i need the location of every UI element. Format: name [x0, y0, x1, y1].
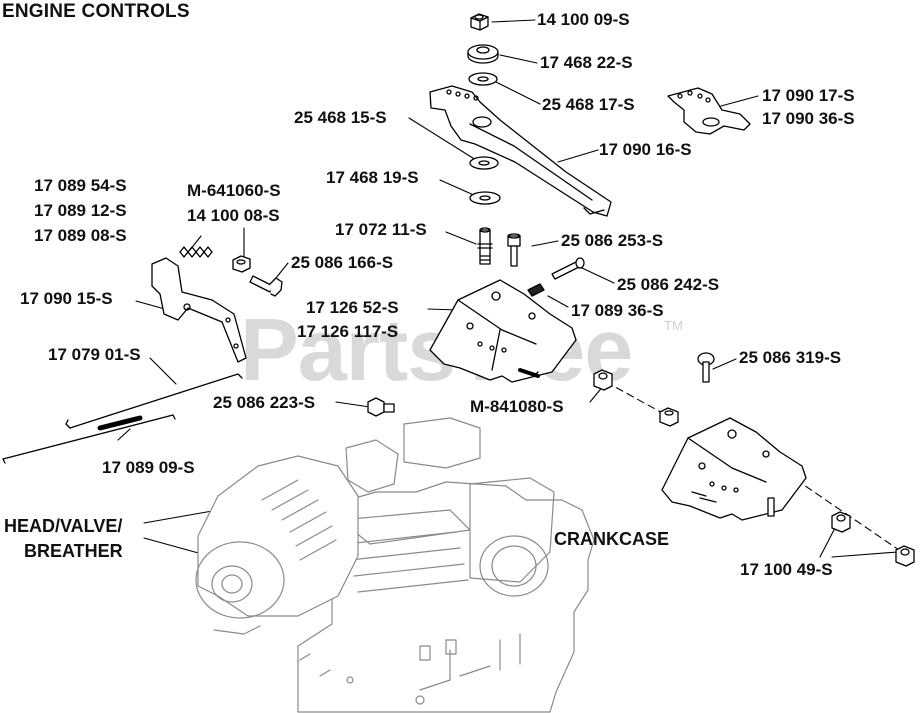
- part-label-17090-17: 17 090 17-S: [762, 86, 855, 105]
- bracket-17090-15: [151, 257, 247, 363]
- part-label-25086-242: 25 086 242-S: [617, 275, 720, 294]
- part-label-17126-117: 17 126 117-S: [297, 322, 399, 341]
- part-label-25468-15: 25 468 15-S: [294, 108, 387, 127]
- spring-17089-08: [179, 246, 213, 258]
- washer-25468-17: [468, 72, 498, 86]
- top-nut: [470, 13, 489, 31]
- part-label-25086-319: 25 086 319-S: [739, 348, 842, 367]
- nut-on-plate-stud: [659, 407, 679, 427]
- part-label-25468-17: 25 468 17-S: [542, 95, 635, 114]
- part-label-17089-54: 17 089 54-S: [34, 176, 127, 195]
- part-label-17089-09: 17 089 09-S: [102, 458, 195, 477]
- part-label-14100-08: 14 100 08-S: [187, 206, 280, 225]
- choke-lever-17090-17: [667, 87, 751, 135]
- nut-m641060: [232, 255, 251, 273]
- part-label-25086-253: 25 086 253-S: [561, 231, 664, 250]
- trademark-mark: TM: [664, 318, 683, 333]
- link-rod-17079-01: [65, 373, 243, 429]
- part-label-17126-52: 17 126 52-S: [306, 298, 399, 317]
- part-label-17090-16: 17 090 16-S: [599, 140, 692, 159]
- washer-17468-19: [469, 191, 501, 205]
- part-label-17468-22: 17 468 22-S: [540, 53, 633, 72]
- screw-25086-319: [697, 352, 715, 383]
- page-title: ENGINE CONTROLS: [2, 1, 190, 22]
- label-breather: BREATHER: [24, 541, 123, 561]
- throttle-lever-17090-16: [429, 85, 612, 217]
- label-head-valve: HEAD/VALVE/: [4, 516, 123, 536]
- bolt-25086-242: [551, 257, 585, 280]
- part-label-17100-49: 17 100 49-S: [740, 560, 833, 579]
- washer-25468-15: [469, 156, 499, 170]
- part-label-17089-12: 17 089 12-S: [34, 201, 127, 220]
- nut-17100-49-a: [831, 511, 851, 533]
- part-label-17072-11: 17 072 11-S: [335, 220, 427, 239]
- label-crankcase: CRANKCASE: [554, 529, 670, 549]
- part-label-25086-166: 25 086 166-S: [291, 253, 394, 272]
- part-label-17079-01: 17 079 01-S: [48, 345, 141, 364]
- part-label-17468-19: 17 468 19-S: [326, 168, 419, 187]
- part-label-17089-08: 17 089 08-S: [34, 226, 127, 245]
- cylinder-head: [195, 455, 359, 635]
- nut-m841080: [593, 369, 613, 391]
- spring-washer-17468-22: [467, 44, 499, 64]
- part-label-m641060: M-641060-S: [187, 181, 281, 200]
- part-label-17089-36: 17 089 36-S: [571, 301, 664, 320]
- bolt-25086-223: [367, 397, 395, 417]
- screw-25086-253: [507, 233, 521, 267]
- bolt-25086-166: [249, 275, 283, 297]
- part-label-17090-15: 17 090 15-S: [20, 289, 113, 308]
- nut-17100-49-b: [895, 545, 915, 567]
- governor-rod-and-spring: [2, 414, 176, 464]
- part-label-17090-36: 17 090 36-S: [762, 109, 855, 128]
- control-plate-17126-52: [429, 279, 577, 383]
- engine-block: [297, 417, 595, 713]
- part-label-m841080: M-841080-S: [470, 397, 564, 416]
- pin-17089-36: [527, 283, 545, 297]
- part-label-25086-223: 25 086 223-S: [213, 393, 316, 412]
- control-plate-assembled: [661, 417, 807, 521]
- part-label-14100-09: 14 100 09-S: [537, 10, 630, 29]
- stud-17072-11: [477, 227, 493, 265]
